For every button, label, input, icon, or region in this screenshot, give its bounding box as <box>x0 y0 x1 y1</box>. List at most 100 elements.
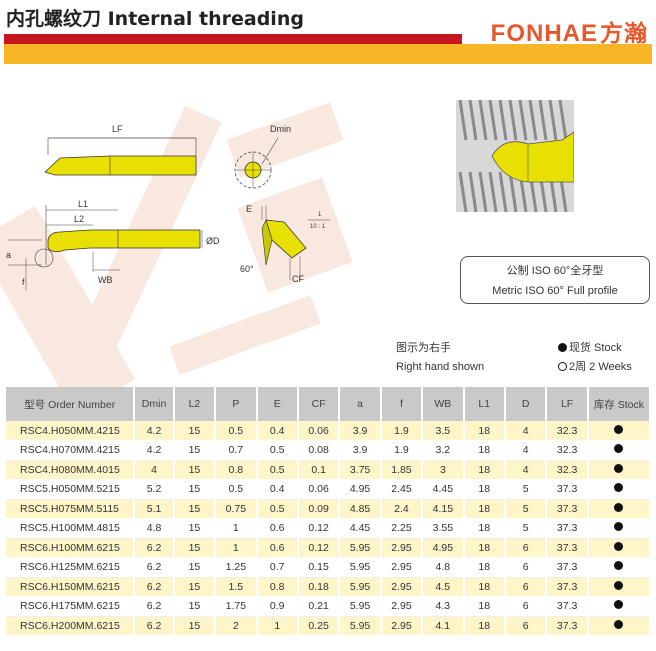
table-cell: 1.9 <box>380 440 424 461</box>
table-cell: 0.4 <box>256 421 299 441</box>
column-header: P <box>215 387 258 421</box>
hand-note: 图示为右手 Right hand shown <box>396 339 484 377</box>
table-cell: 15 <box>173 479 217 500</box>
table-cell: 15 <box>173 616 217 636</box>
table-cell: 6.2 <box>134 557 175 578</box>
table-cell: 3.2 <box>422 440 465 461</box>
label-f: f <box>22 277 25 287</box>
table-cell: 32.3 <box>546 440 589 461</box>
table-cell: 37.3 <box>546 479 589 500</box>
table-cell: 15 <box>173 518 217 539</box>
stock-cell <box>587 557 652 578</box>
table-cell: 18 <box>463 557 506 578</box>
tool-side-view <box>8 205 203 290</box>
table-cell: 2.95 <box>380 538 424 558</box>
table-cell: 2.95 <box>380 596 424 617</box>
order-number-cell: RSC6.H200MM.6215 <box>6 616 136 636</box>
stock-dot-icon <box>614 561 624 571</box>
stock-dot-icon <box>614 444 624 454</box>
stock-cell <box>587 421 652 441</box>
table-cell: 1.85 <box>380 460 424 480</box>
table-cell: 0.5 <box>256 460 299 480</box>
column-header: LF <box>546 387 589 421</box>
header-bar-red <box>4 34 462 44</box>
table-cell: 4 <box>504 440 548 461</box>
legend-stock: 现货 Stock <box>558 339 632 358</box>
table-cell: 4.85 <box>339 499 382 519</box>
thread-profile-box: 公制 ISO 60°全牙型 Metric ISO 60° Full profil… <box>460 256 650 304</box>
table-cell: 5.2 <box>134 479 175 500</box>
table-cell: 5.95 <box>339 538 382 558</box>
table-cell: 4.45 <box>339 518 382 539</box>
table-cell: 2.45 <box>380 479 424 500</box>
table-cell: 0.75 <box>215 499 258 519</box>
table-cell: 37.3 <box>546 596 589 617</box>
column-header: f <box>380 387 424 421</box>
table-cell: 15 <box>173 460 217 480</box>
order-number-cell: RSC6.H175MM.6215 <box>6 596 136 617</box>
table-cell: 5.95 <box>339 557 382 578</box>
label-ratio-top: 1 <box>318 212 322 218</box>
table-cell: 4.3 <box>422 596 465 617</box>
table-cell: 18 <box>463 616 506 636</box>
label-l2: L2 <box>74 214 84 224</box>
table-cell: 6.2 <box>134 538 175 558</box>
table-cell: 0.9 <box>256 596 299 617</box>
table-cell: 0.7 <box>215 440 258 461</box>
table-cell: 1 <box>256 616 299 636</box>
table-cell: 18 <box>463 479 506 500</box>
column-header: WB <box>422 387 465 421</box>
table-cell: 6 <box>504 577 548 597</box>
table-cell: 2 <box>215 616 258 636</box>
table-cell: 4 <box>504 460 548 480</box>
table-cell: 0.5 <box>215 479 258 500</box>
table-cell: 6 <box>504 616 548 636</box>
profile-en: Metric ISO 60° Full profile <box>492 285 618 297</box>
insert-detail <box>261 206 330 280</box>
table-cell: 4.2 <box>134 421 175 441</box>
table-cell: 0.12 <box>297 518 341 539</box>
table-cell: 18 <box>463 518 506 539</box>
table-cell: 5.95 <box>339 577 382 597</box>
table-cell: 37.3 <box>546 518 589 539</box>
label-ratio-bottom: 10 : 1 <box>310 224 326 230</box>
table-cell: 2.95 <box>380 616 424 636</box>
table-cell: 3.9 <box>339 421 382 441</box>
stock-dot-icon <box>614 463 624 473</box>
table-cell: 18 <box>463 460 506 480</box>
table-cell: 32.3 <box>546 421 589 441</box>
table-cell: 0.21 <box>297 596 341 617</box>
stock-legend: 现货 Stock 2周 2 Weeks <box>558 339 632 377</box>
stock-dot-icon <box>614 580 624 590</box>
order-number-cell: RSC4.H070MM.4215 <box>6 440 136 461</box>
table-cell: 18 <box>463 538 506 558</box>
column-header: E <box>256 387 299 421</box>
table-cell: 15 <box>173 577 217 597</box>
table-cell: 5.95 <box>339 596 382 617</box>
page-title: 内孔螺纹刀 Internal threading <box>6 8 304 30</box>
legend-weeks: 2周 2 Weeks <box>558 358 632 377</box>
stock-cell <box>587 479 652 500</box>
stock-dot-icon <box>614 541 624 551</box>
table-cell: 1.25 <box>215 557 258 578</box>
column-header: 库存 Stock <box>587 387 652 421</box>
label-lf: LF <box>112 124 123 134</box>
table-cell: 15 <box>173 421 217 441</box>
table-cell: 4 <box>504 421 548 441</box>
table-cell: 1.75 <box>215 596 258 617</box>
label-dmin: Dmin <box>270 124 291 134</box>
table-cell: 4.95 <box>422 538 465 558</box>
table-cell: 0.12 <box>297 538 341 558</box>
table-cell: 4.8 <box>134 518 175 539</box>
table-cell: 0.06 <box>297 421 341 441</box>
table-cell: 0.06 <box>297 479 341 500</box>
table-cell: 2.4 <box>380 499 424 519</box>
table-cell: 18 <box>463 440 506 461</box>
column-header: L2 <box>173 387 217 421</box>
